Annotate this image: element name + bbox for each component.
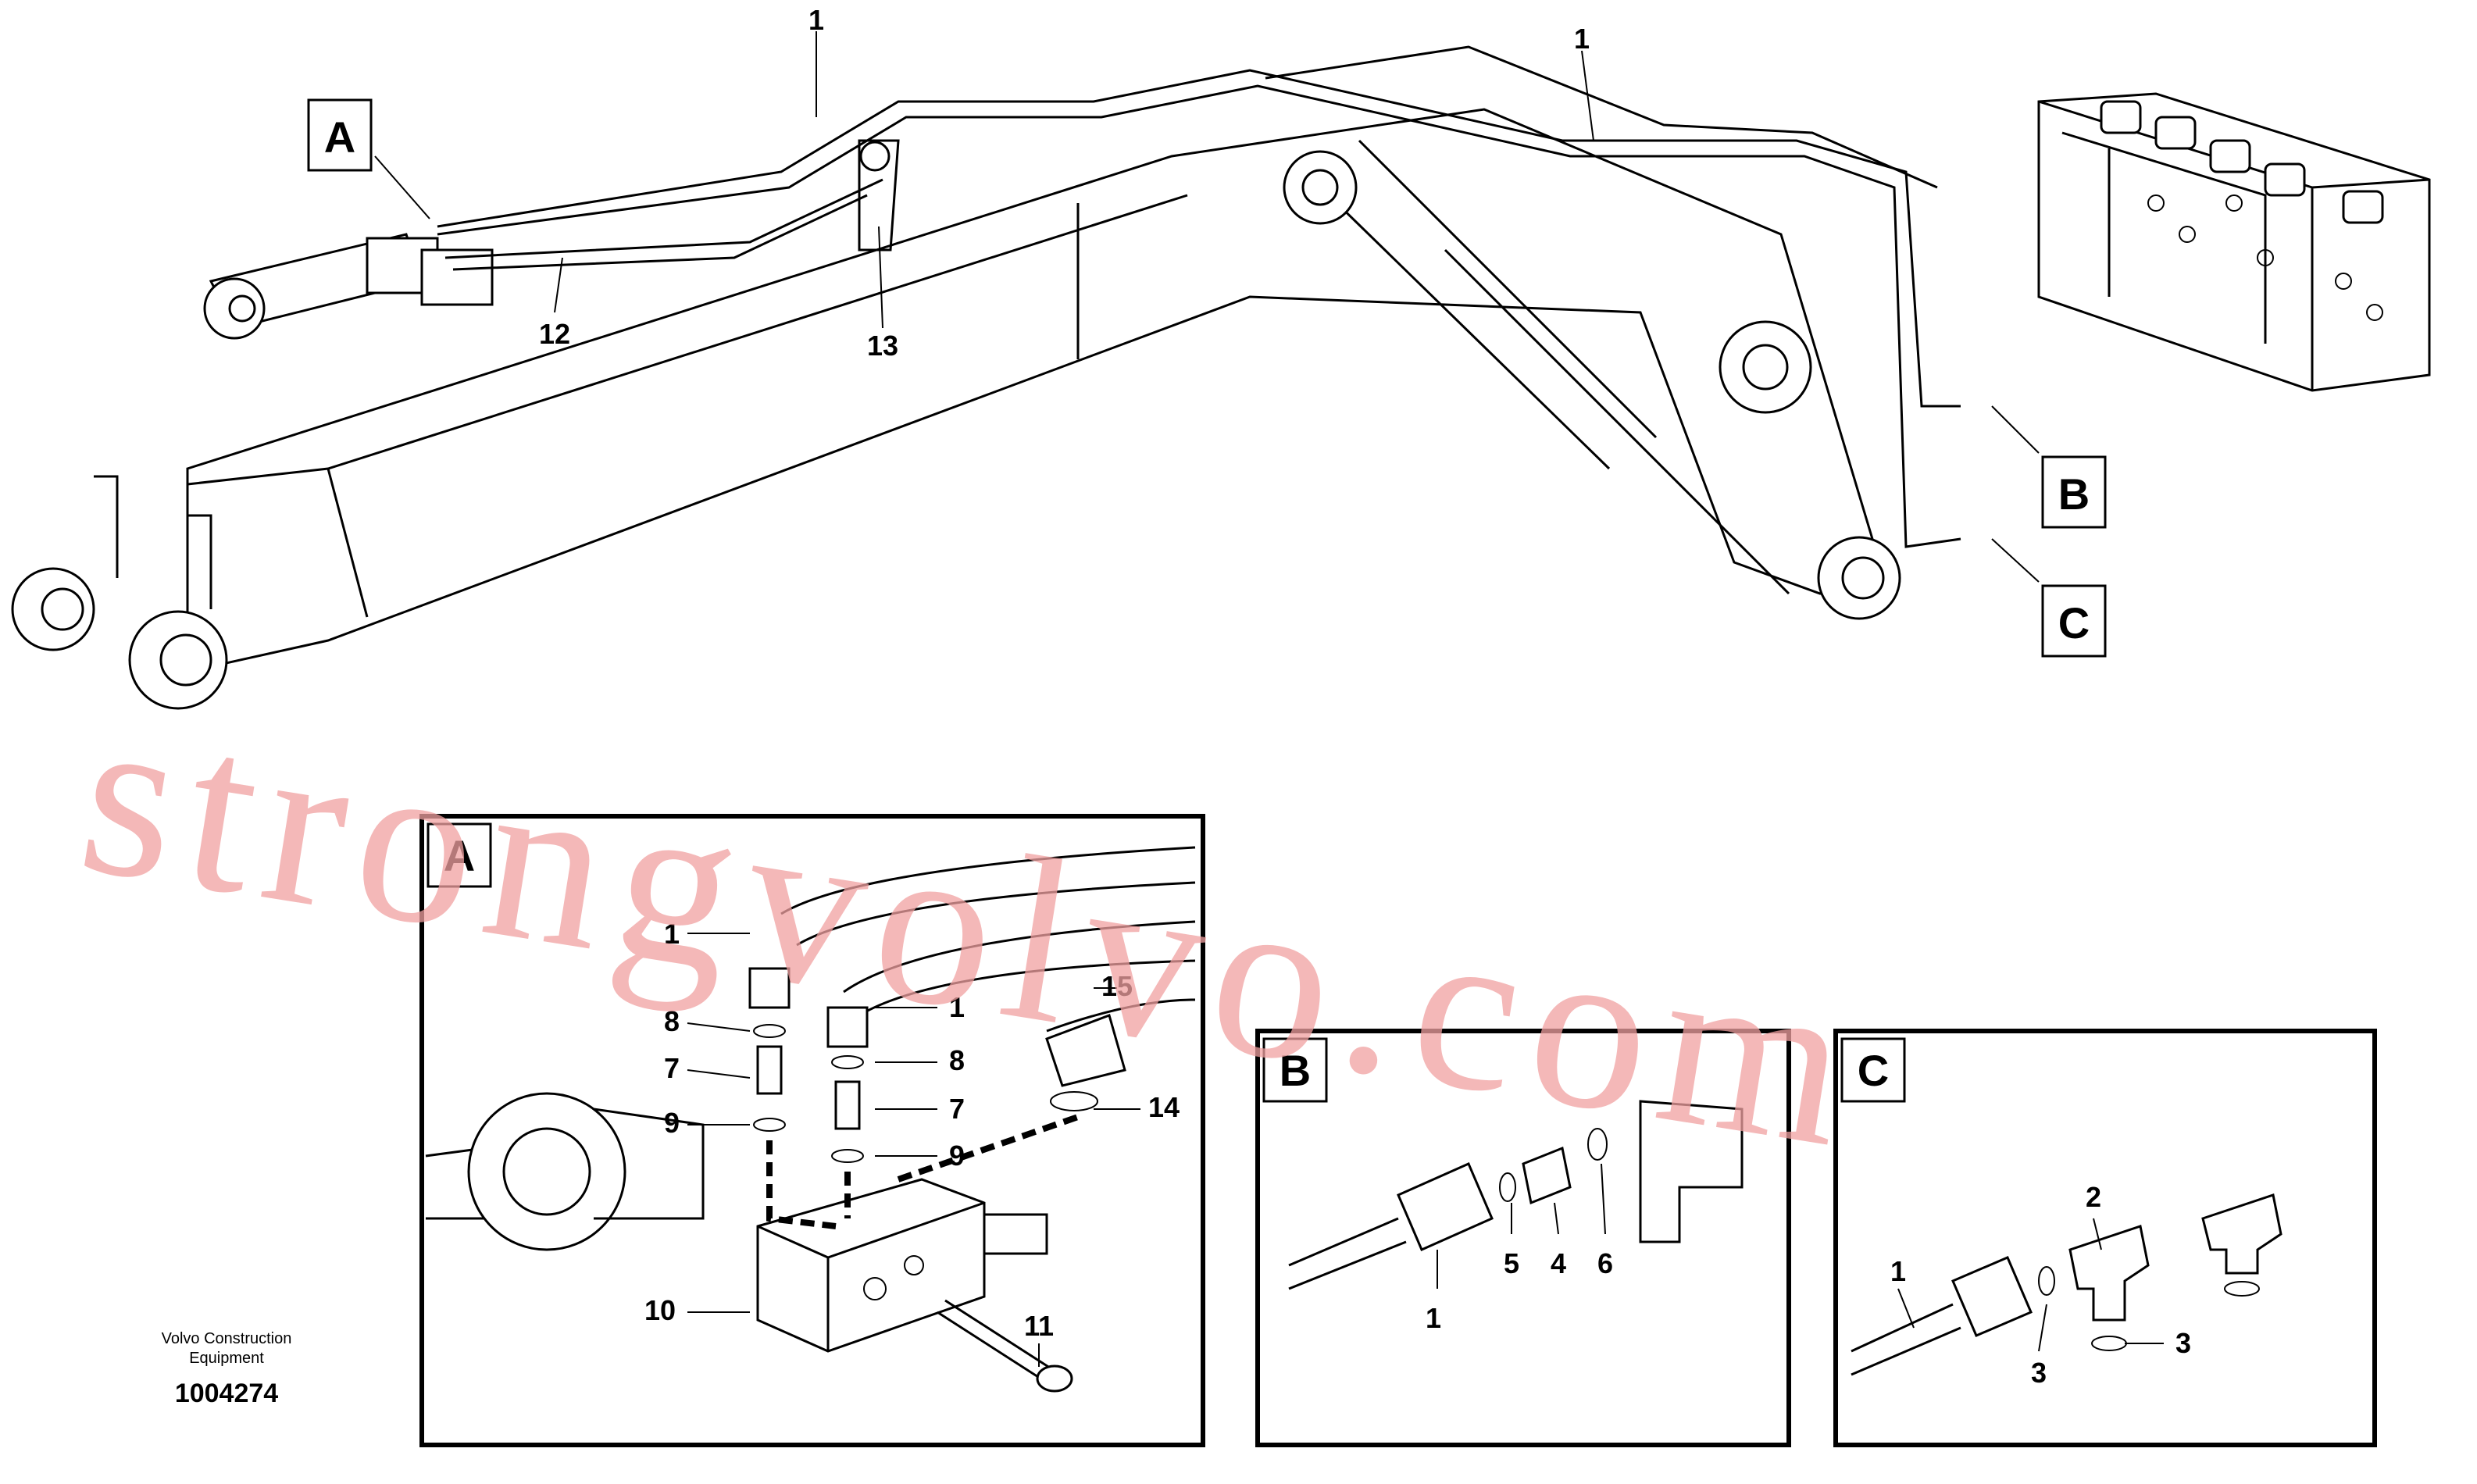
detail-b-callout-5: 5 xyxy=(1504,1247,1519,1279)
detail-a-callout-15: 15 xyxy=(1101,970,1133,1002)
box-label-b-frame xyxy=(2041,455,2107,529)
control-valve-block xyxy=(2037,92,2431,392)
detail-b-label: B xyxy=(1280,1046,1311,1095)
caption-line2: Equipment xyxy=(189,1350,264,1367)
box-label-a: A xyxy=(324,112,355,162)
detail-c-callout-3-left: 3 xyxy=(2031,1357,2047,1389)
detail-c-callout-3-right: 3 xyxy=(2175,1327,2191,1359)
detail-c-panel: C xyxy=(1833,1029,2377,1447)
detail-b-panel: B xyxy=(1255,1029,1791,1447)
callout-hose-1b: 1 xyxy=(1574,23,1590,55)
callout-hose-1a: 1 xyxy=(808,4,824,36)
detail-b-callout-6: 6 xyxy=(1597,1247,1613,1279)
box-label-c: C xyxy=(2058,598,2090,647)
detail-a-callout-1-left: 1 xyxy=(664,918,680,950)
detail-a-panel: A xyxy=(419,814,1205,1447)
detail-a-callout-8-left: 8 xyxy=(664,1005,680,1037)
detail-a-callout-10: 10 xyxy=(644,1294,676,1326)
detail-a-callout-7-right: 7 xyxy=(949,1093,965,1125)
detail-c-callout-2: 2 xyxy=(2086,1181,2101,1213)
detail-a-callout-11: 11 xyxy=(1024,1310,1054,1342)
detail-a-callout-9-right: 9 xyxy=(949,1140,965,1172)
boom-assembly xyxy=(11,31,2040,710)
detail-c-callout-1: 1 xyxy=(1890,1255,1906,1287)
document-number: 1004274 xyxy=(175,1379,278,1408)
detail-a-callout-14: 14 xyxy=(1148,1091,1180,1123)
detail-c-label: C xyxy=(1858,1046,1889,1095)
detail-a-callout-1-right: 1 xyxy=(949,991,965,1023)
box-label-c-frame xyxy=(2041,584,2107,658)
box-label-b: B xyxy=(2058,469,2090,519)
detail-b-callout-4: 4 xyxy=(1551,1247,1566,1279)
detail-a-callout-8-right: 8 xyxy=(949,1044,965,1076)
callout-bracket-13: 13 xyxy=(867,330,898,362)
box-label-a-frame xyxy=(307,98,373,172)
detail-b-callout-1: 1 xyxy=(1426,1302,1441,1334)
detail-a-label: A xyxy=(444,831,475,880)
caption-line1: Volvo Construction xyxy=(162,1330,292,1347)
detail-a-callout-9-left: 9 xyxy=(664,1107,680,1139)
callout-clamp-12: 12 xyxy=(539,318,570,350)
detail-a-callout-7-left: 7 xyxy=(664,1052,680,1084)
